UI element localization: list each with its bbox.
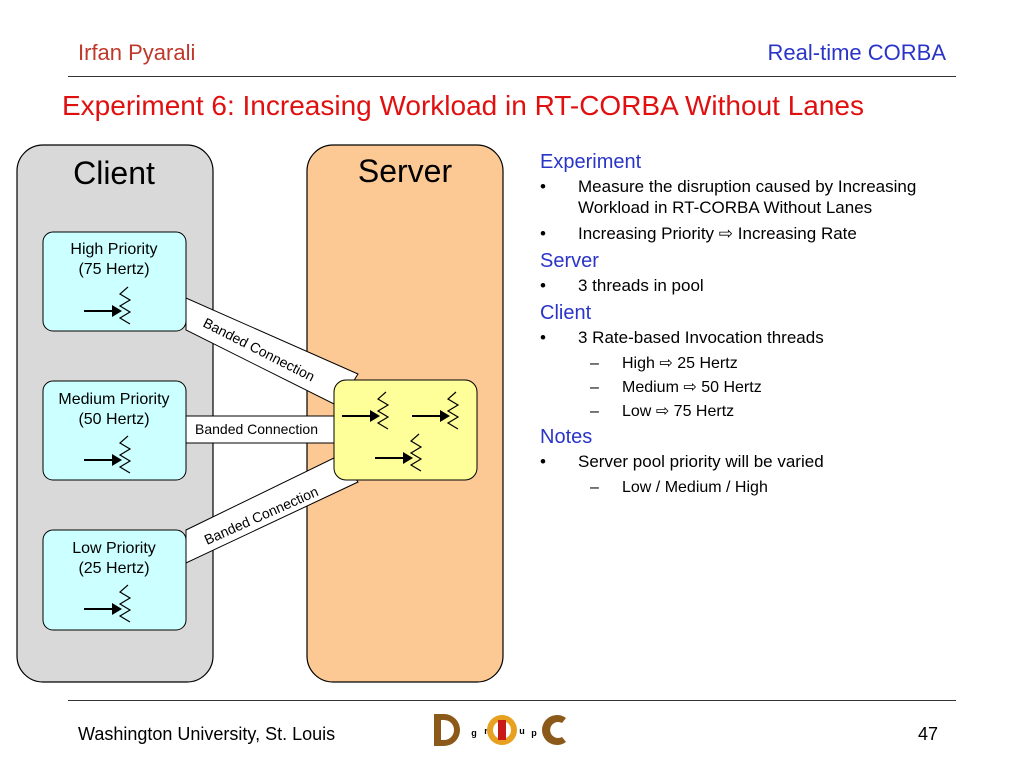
low-priority-label: Low Priority [72, 540, 156, 557]
bullet-item: •Server pool priority will be varied [540, 452, 824, 471]
page-number: 47 [917, 724, 938, 744]
section-heading-notes: Notes [540, 426, 593, 448]
sub-bullet-text: 25 Hertz [677, 355, 738, 372]
bullet-text: Increasing Rate [737, 224, 857, 243]
sub-bullet-text: Medium [622, 379, 679, 396]
server-thread-pool [333, 379, 478, 481]
high-priority-label: High Priority [70, 241, 157, 258]
sub-bullet-text: 50 Hertz [701, 379, 762, 396]
arrow-icon: ⇨ [659, 355, 673, 372]
pool-thread-icon [375, 433, 423, 472]
topic-name: Real-time CORBA [767, 40, 946, 65]
section-heading-server: Server [540, 250, 599, 272]
logo-letter-g: g [471, 728, 477, 738]
bullet-item: •3 Rate-based Invocation threads [540, 328, 824, 347]
footer-institution: Washington University, St. Louis [78, 724, 336, 744]
bullet-text: 3 threads in pool [578, 276, 704, 295]
bullet-text: Measure the disruption caused by Increas… [578, 177, 917, 217]
sub-bullet-text: High [622, 355, 655, 372]
medium-priority-rate: (50 Hertz) [78, 411, 149, 428]
pool-thread-icon [342, 391, 390, 430]
pool-thread-icon [412, 391, 460, 430]
bullet-item: •3 threads in pool [540, 276, 704, 295]
arrow-icon: ⇨ [655, 403, 670, 420]
sub-bullet-item: –Low ⇨ 75 Hertz [590, 403, 735, 420]
thread-icon [84, 286, 132, 325]
section-heading-experiment: Experiment [540, 151, 642, 173]
high-priority-rate: (75 Hertz) [78, 261, 149, 278]
sub-bullet-item: –Medium ⇨ 50 Hertz [590, 379, 762, 396]
doc-group-logo: g r u p [434, 714, 566, 746]
banded-connection-medium: Banded Connection [185, 415, 335, 444]
author-name: Irfan Pyarali [78, 40, 196, 65]
high-priority-thread: High Priority (75 Hertz) [42, 231, 187, 332]
medium-priority-label: Medium Priority [58, 391, 169, 408]
low-priority-thread: Low Priority (25 Hertz) [42, 529, 187, 631]
header-rule [68, 76, 956, 77]
logo-letter-u: u [519, 726, 525, 736]
bullet-item: •Increasing Priority ⇨ Increasing Rate [540, 224, 857, 243]
sub-bullet-text: Low [622, 403, 652, 420]
bullet-text: 3 Rate-based Invocation threads [578, 328, 824, 347]
thread-icon [84, 435, 132, 474]
footer-rule [68, 700, 956, 701]
logo-letter-d [434, 714, 460, 746]
bullet-text: Increasing Priority [578, 224, 715, 243]
bullet-text: Server pool priority will be varied [578, 452, 824, 471]
arrow-icon: ⇨ [683, 379, 697, 396]
banded-connection-medium-label: Banded Connection [195, 421, 318, 437]
arrow-icon: ⇨ [718, 224, 734, 243]
logo-letter-r: r [484, 726, 488, 736]
logo-letter-o [487, 715, 517, 745]
client-label: Client [73, 155, 155, 191]
thread-icon [84, 584, 132, 623]
sub-bullet-item: –Low / Medium / High [590, 479, 768, 496]
sub-bullet-item: –High ⇨ 25 Hertz [590, 355, 738, 372]
logo-letter-c [542, 715, 566, 745]
medium-priority-thread: Medium Priority (50 Hertz) [42, 380, 187, 481]
bullet-list: Experiment •Measure the disruption cause… [540, 150, 990, 501]
sub-bullet-text: Low / Medium / High [622, 479, 768, 496]
architecture-diagram: Client Server Banded Connection Banded C… [16, 144, 504, 683]
server-label: Server [358, 153, 453, 189]
logo-letter-p: p [531, 728, 537, 738]
slide-title: Experiment 6: Increasing Workload in RT-… [62, 90, 864, 121]
section-heading-client: Client [540, 302, 592, 324]
low-priority-rate: (25 Hertz) [78, 560, 149, 577]
sub-bullet-text: 75 Hertz [673, 403, 735, 420]
bullet-item: •Measure the disruption caused by Increa… [540, 177, 917, 217]
